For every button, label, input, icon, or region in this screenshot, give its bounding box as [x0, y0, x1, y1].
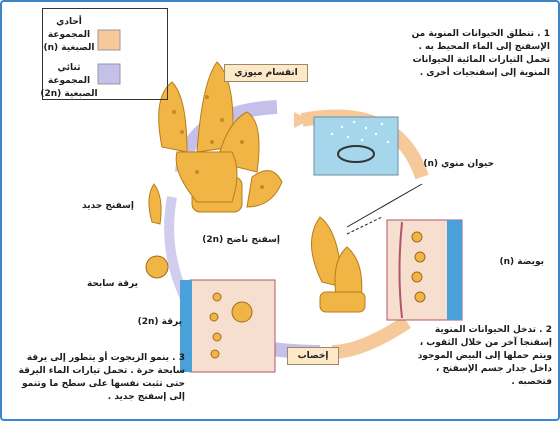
- sperm-pointer-line-2: [347, 217, 382, 234]
- larva-wall-closeup: [190, 280, 275, 372]
- step-3-description: 3 . ينمو الزيجوت أو يتطور إلى يرقة سابحة…: [10, 352, 185, 404]
- fertilizing-sponge-illustration: [311, 217, 365, 312]
- step-2-description: 2 . تدخل الحيوانات المنوية إسفنجا آخر من…: [412, 324, 552, 389]
- fertilization-stage-label: إخصاب: [287, 347, 339, 365]
- swimming-larva-illustration: [146, 256, 168, 278]
- legend-diploid-label: ثنائي المجموعة الصبغية (2n): [40, 62, 98, 101]
- sperm-label: حيوان منوي (n): [402, 158, 494, 171]
- new-sponge-label: إسفنج جديد: [72, 200, 134, 213]
- meiosis-stage-label: انقسام ميوزي: [224, 64, 308, 82]
- egg-label: بويضة (n): [482, 256, 544, 269]
- new-sponge-illustration: [149, 184, 161, 224]
- step-1-description: 1 . تنطلق الحيوانات المنوية من الإسفنج إ…: [402, 28, 550, 80]
- cycle-arc-haploid-lower: [332, 322, 407, 352]
- sponge-wall-closeup-water: [447, 220, 462, 320]
- larva-label: يرقة (2n): [120, 316, 182, 329]
- adult-sponge-label: إسفنج ناضج (2n): [180, 234, 280, 247]
- swimming-larva-label: يرقة سابحة: [80, 278, 138, 291]
- larva-in-wall: [232, 302, 252, 322]
- adult-sponge-illustration: [159, 62, 282, 212]
- legend-haploid-label: أحادي المجموعة الصبغية (n): [40, 16, 98, 55]
